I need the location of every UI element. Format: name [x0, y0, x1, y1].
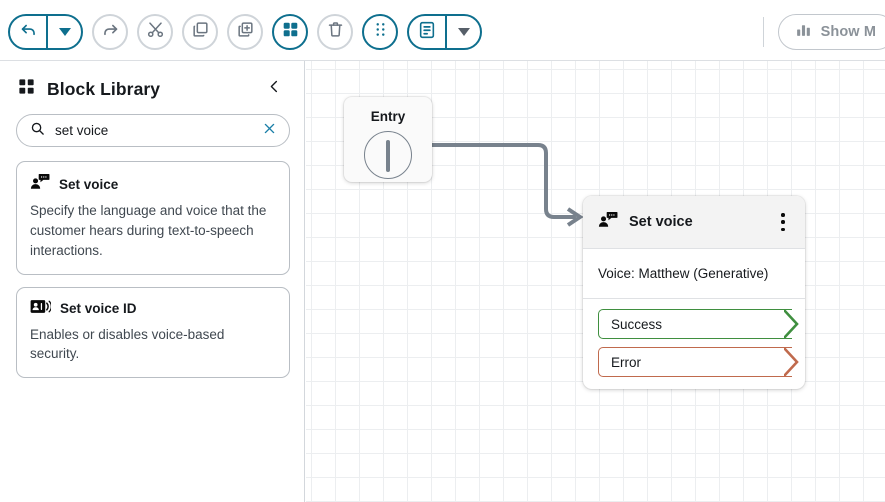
node-port-success[interactable]: Success — [598, 309, 805, 339]
close-icon — [262, 121, 277, 141]
notes-button[interactable] — [409, 16, 447, 48]
node-header: Set voice — [583, 196, 805, 249]
node-port-error[interactable]: Error — [598, 347, 805, 377]
show-metrics-button[interactable]: Show M — [777, 14, 885, 50]
block-card-list: Set voice Specify the language and voice… — [16, 161, 290, 379]
entry-node-label: Entry — [370, 109, 406, 124]
block-card-description: Specify the language and voice that the … — [30, 203, 267, 258]
bar-chart-icon — [795, 21, 812, 43]
cut-button[interactable] — [137, 14, 173, 50]
block-card-description: Enables or disables voice-based security… — [30, 326, 225, 362]
undo-icon — [19, 20, 38, 44]
port-arrow-success-icon — [784, 309, 799, 339]
undo-divider — [46, 16, 48, 48]
block-card-title: Set voice ID — [60, 301, 137, 317]
arrange-button[interactable] — [362, 14, 398, 50]
grid-blocks-icon — [17, 77, 36, 101]
trash-icon — [326, 20, 345, 44]
duplicate-plus-icon — [236, 20, 255, 44]
search-icon — [30, 121, 45, 141]
notes-split-button[interactable] — [407, 14, 482, 50]
node-port-success-label[interactable]: Success — [598, 309, 792, 339]
node-set-voice[interactable]: Set voice Voice: Matthew (Generative) Su… — [583, 196, 805, 389]
chevron-down-icon — [457, 28, 470, 36]
port-arrow-error-icon — [784, 347, 799, 377]
copy-icon — [191, 20, 210, 44]
block-card-title: Set voice — [59, 176, 119, 192]
note-icon — [417, 20, 437, 45]
undo-split-button[interactable] — [8, 14, 83, 50]
scissors-icon — [146, 20, 165, 44]
flow-canvas[interactable]: Entry — [306, 61, 885, 502]
undo-dropdown-button[interactable] — [48, 16, 81, 48]
voice-id-badge-icon — [30, 299, 52, 319]
show-metrics-label: Show M — [820, 24, 876, 40]
blocks-button[interactable] — [272, 14, 308, 50]
person-speech-icon — [30, 173, 50, 195]
search-input[interactable] — [55, 123, 252, 138]
notes-dropdown-button[interactable] — [447, 16, 480, 48]
kebab-dot — [781, 220, 785, 224]
node-ports: Success Error — [583, 299, 805, 389]
undo-button[interactable] — [10, 16, 46, 48]
node-entry[interactable]: Entry — [344, 97, 432, 182]
kebab-dot — [781, 213, 785, 217]
dots-grid-icon — [371, 20, 390, 44]
collapse-panel-button[interactable] — [264, 79, 284, 99]
node-port-error-label[interactable]: Error — [598, 347, 792, 377]
search-box[interactable] — [16, 114, 290, 147]
chevron-down-icon — [58, 28, 71, 36]
node-menu-button[interactable] — [774, 211, 792, 233]
toolbar: Show M — [0, 0, 885, 61]
block-card-set-voice[interactable]: Set voice Specify the language and voice… — [16, 161, 290, 275]
delete-button[interactable] — [317, 14, 353, 50]
chevron-left-icon — [267, 79, 282, 99]
panel-title: Block Library — [47, 78, 161, 99]
entry-node-port[interactable] — [364, 131, 412, 179]
kebab-dot — [781, 227, 785, 231]
toolbar-separator — [762, 17, 764, 47]
person-speech-icon — [598, 211, 618, 233]
entry-port-stub — [386, 140, 390, 172]
node-title: Set voice — [629, 214, 693, 230]
redo-icon — [101, 20, 120, 44]
block-library-panel: Block Library — [0, 61, 305, 502]
redo-button[interactable] — [92, 14, 128, 50]
duplicate-button[interactable] — [227, 14, 263, 50]
block-card-set-voice-id[interactable]: Set voice ID Enables or disables voice-b… — [16, 286, 290, 379]
copy-button[interactable] — [182, 14, 218, 50]
clear-search-button[interactable] — [262, 121, 277, 141]
node-body-text: Voice: Matthew (Generative) — [583, 249, 805, 299]
grid-blocks-icon — [281, 20, 300, 44]
panel-header: Block Library — [0, 61, 304, 101]
